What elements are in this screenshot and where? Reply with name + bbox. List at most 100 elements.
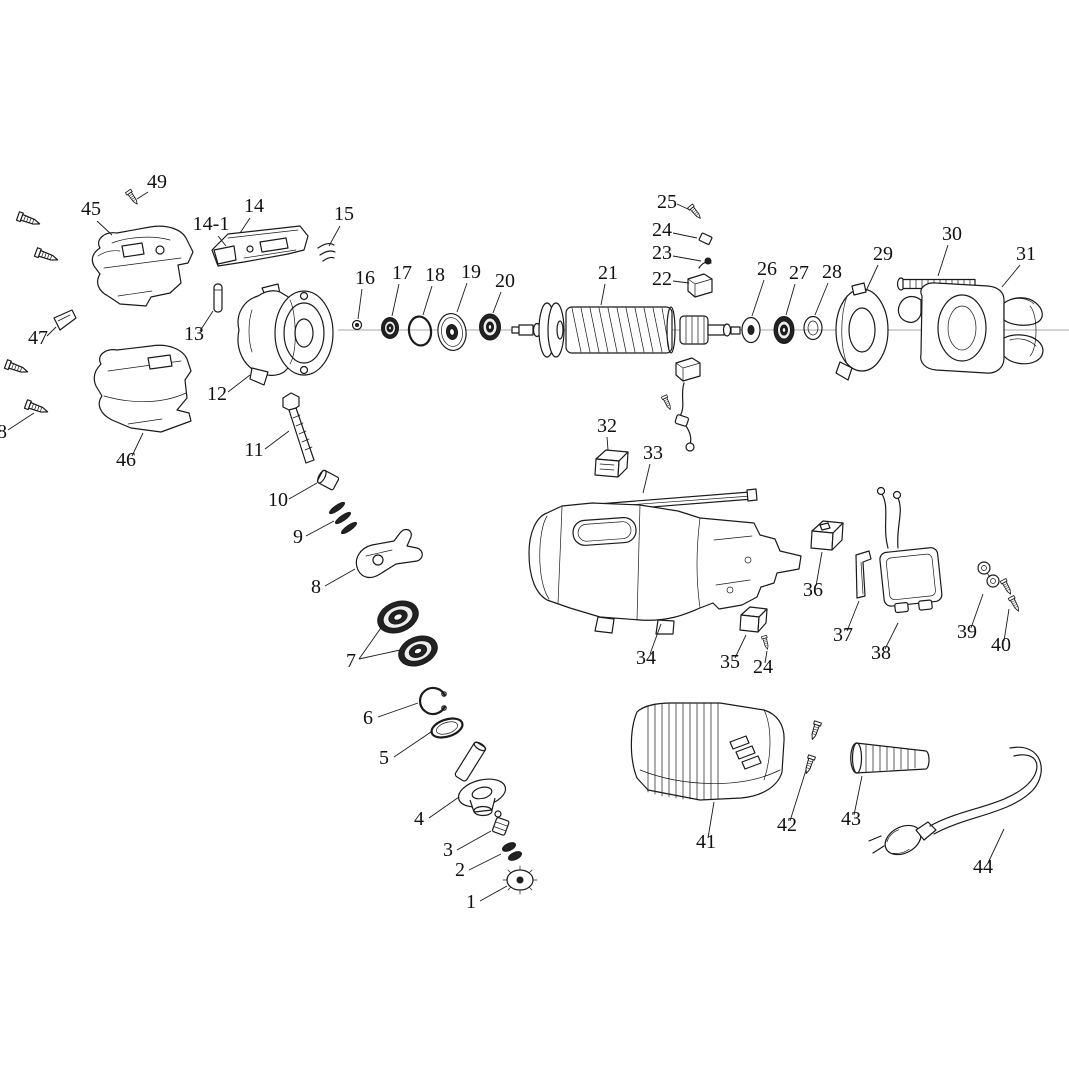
leader-line-28	[814, 282, 829, 316]
part-38-module	[876, 486, 943, 614]
leader-line-40	[1003, 608, 1010, 642]
leader-line-32	[606, 436, 609, 451]
part-label-37: 37	[833, 624, 853, 646]
part-label-27: 27	[789, 262, 809, 284]
leader-line-3	[456, 830, 492, 851]
part-11-bolt	[282, 392, 315, 464]
leader-line-31	[1001, 264, 1021, 288]
brush-assembly-upper	[687, 203, 713, 298]
part-29-bearing-cover	[835, 282, 889, 381]
leader-line-8	[324, 568, 356, 587]
part-10-spacer	[316, 469, 340, 491]
part-27-bearing	[773, 316, 795, 344]
part-18-oring	[407, 315, 433, 347]
leader-line-6	[377, 702, 419, 718]
part-39-eyelets	[977, 561, 1000, 588]
part-40-screws	[999, 578, 1022, 614]
part-28-ring	[803, 315, 823, 341]
part-45-housing-upper	[91, 225, 194, 307]
part-44-power-cord	[868, 746, 1042, 856]
leader-line-19	[456, 282, 468, 313]
part-label-7: 7	[346, 650, 356, 672]
part-label-14: 14	[244, 195, 264, 217]
part-4-spindle	[454, 741, 507, 817]
part-label-16: 16	[355, 267, 375, 289]
part-14-brush-plate	[211, 225, 309, 267]
part-8-fork-lever	[355, 528, 423, 579]
part-label-38: 38	[871, 642, 891, 664]
leader-line-23	[672, 255, 702, 262]
leader-line-12	[227, 374, 251, 393]
part-24-screw-lower	[761, 634, 771, 651]
part-48-screws	[3, 211, 60, 417]
part-label-41: 41	[696, 831, 716, 853]
leader-line-21	[600, 283, 606, 306]
leader-line-39	[970, 593, 984, 629]
leader-line-10	[288, 482, 318, 500]
part-label-45: 45	[81, 198, 101, 220]
leader-line-22	[672, 280, 690, 284]
part-31-stator	[897, 282, 1044, 374]
part-26-washer	[741, 316, 761, 344]
leader-line-24	[672, 232, 698, 239]
leader-line-16	[357, 288, 363, 320]
part-label-24: 24	[753, 656, 773, 678]
part-label-40: 40	[991, 634, 1011, 656]
part-42-screws	[802, 720, 822, 776]
leader-line-11	[264, 430, 290, 450]
part-label-19: 19	[461, 261, 481, 283]
part-label-21: 21	[598, 262, 618, 284]
leader-line-18	[422, 285, 433, 316]
part-label-1: 1	[466, 891, 476, 913]
part-label-15: 15	[334, 203, 354, 225]
part-5-ring	[430, 717, 464, 739]
part-label-46: 46	[116, 449, 136, 471]
part-label-35: 35	[720, 651, 740, 673]
part-label-8: 8	[311, 576, 321, 598]
leader-line-49	[136, 191, 149, 200]
part-21-armature	[511, 302, 741, 358]
leader-line-36	[815, 551, 823, 587]
part-16-washer	[351, 319, 363, 331]
part-34-motor-housing	[528, 502, 802, 635]
part-47-wedge	[53, 309, 77, 331]
part-label-18: 18	[425, 264, 445, 286]
leader-line-33	[642, 463, 651, 494]
leader-line-48	[7, 412, 35, 431]
leader-line-26	[751, 279, 765, 317]
leader-line-35	[734, 634, 747, 659]
part-label-10: 10	[268, 489, 288, 511]
part-13-pin	[213, 283, 223, 313]
part-label-44: 44	[973, 856, 993, 878]
part-36-switch-block	[810, 520, 844, 551]
part-label-2: 2	[455, 859, 465, 881]
leader-line-37	[846, 600, 860, 632]
part-20-bearing	[479, 313, 501, 341]
part-label-20: 20	[495, 270, 515, 292]
leader-line-38	[884, 622, 899, 650]
leader-line-7	[358, 624, 384, 660]
part-43-cord-guard	[850, 742, 930, 774]
leader-line-13	[199, 310, 214, 332]
leader-line-17	[391, 283, 400, 317]
brush-assembly-lower	[660, 357, 701, 452]
part-label-30: 30	[942, 223, 962, 245]
part-label-47: 47	[28, 327, 48, 349]
leader-line-4	[428, 796, 460, 819]
part-label-22: 22	[652, 268, 672, 290]
leader-line-14-1	[217, 235, 227, 247]
part-37-clip	[855, 550, 872, 599]
part-17-bearing	[381, 317, 399, 339]
part-label-28: 28	[822, 261, 842, 283]
part-49-screw	[124, 188, 141, 207]
leader-line-7	[358, 649, 401, 660]
part-label-5: 5	[379, 747, 389, 769]
part-19-flanged-bearing	[437, 312, 467, 352]
leader-line-24	[764, 650, 768, 664]
part-label-33: 33	[643, 442, 663, 464]
part-46-housing-lower	[93, 344, 192, 433]
leader-line-46	[131, 432, 144, 457]
